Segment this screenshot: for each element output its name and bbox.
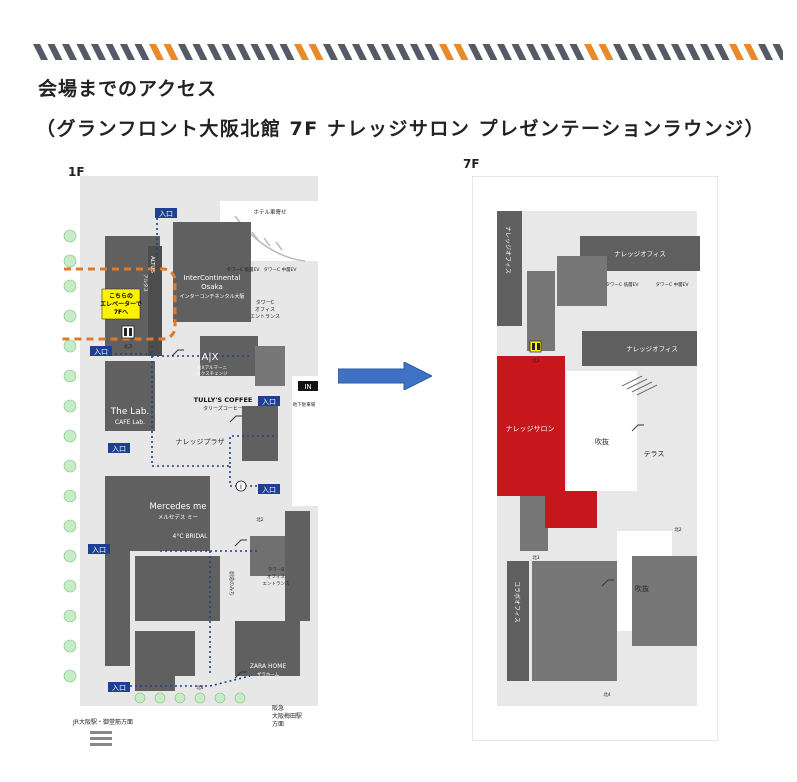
ev-label-n2-7f: 北2	[674, 526, 681, 533]
svg-text:エクスチェンジ: エクスチェンジ	[196, 371, 228, 377]
label-tower-c-office: タワーC	[256, 299, 275, 306]
knowledge-salon-highlight	[497, 356, 597, 528]
floor-map-1f: こちらの エレベーターで 7Fへ 北3 入口 入口 入口 入口 入口 入口 入口…	[60, 176, 318, 751]
block-colabo-office	[507, 561, 529, 681]
svg-text:アルタス: アルタス	[142, 274, 149, 292]
entrance-badge: 入口	[258, 484, 280, 494]
floor-map-7f: 北3 北3 北2 北4 ナレッジオフィス ナレッジオフィス ナレッジオフィス タ…	[472, 176, 718, 741]
label-knowledge-salon: ナレッジサロン	[506, 425, 555, 433]
building-tullys	[242, 406, 278, 461]
escalator-icon	[601, 424, 644, 587]
label-tullys: TULLY'S COFFEE	[194, 396, 253, 404]
svg-text:大阪梅田駅: 大阪梅田駅	[272, 712, 302, 720]
parking-road	[292, 376, 318, 506]
ev-label-n4: 北4	[196, 684, 203, 691]
svg-text:Osaka: Osaka	[201, 283, 223, 291]
svg-text:入口: 入口	[92, 546, 106, 554]
label-tower-b: タワーB	[268, 566, 285, 573]
label-tower-ev-mid: タワーC 中層EV	[264, 266, 298, 273]
label-jr-direction: JR大阪駅・御堂筋方面	[72, 718, 133, 726]
svg-text:方面: 方面	[272, 720, 284, 728]
svg-text:オフィス: オフィス	[267, 574, 285, 580]
page-subtitle: （グランフロント大阪北館 7F ナレッジサロン プレゼンテーションラウンジ）	[36, 118, 766, 140]
svg-text:インターコンチネンタル大阪: インターコンチネンタル大阪	[179, 293, 244, 300]
entrance-badge: 入口	[90, 346, 112, 356]
label-intercontinental: InterContinental	[184, 274, 241, 282]
page-title: 会場までのアクセス	[38, 78, 218, 100]
svg-text:入口: 入口	[94, 348, 108, 356]
svg-text:オフィス: オフィス	[255, 307, 275, 313]
entrance-badge: 入口	[88, 544, 110, 554]
label-knowledge-office-2: ナレッジオフィス	[626, 345, 678, 353]
entrance-badge: 入口	[258, 396, 280, 406]
entrance-badge: 入口	[108, 443, 130, 453]
label-parking: 地下駐車場	[293, 401, 316, 408]
label-hankyu-direction: 阪急	[272, 704, 284, 712]
block-knowledge-office-2	[582, 331, 697, 366]
in-sign	[298, 381, 318, 391]
ev-label-n3: 北3	[124, 343, 132, 350]
elevator-icon	[121, 325, 135, 339]
svg-text:エントランス: エントランス	[263, 581, 290, 587]
entrance-badge: 入口	[108, 682, 130, 692]
svg-text:メルセデス ミー: メルセデス ミー	[158, 513, 198, 521]
callout-text-1: こちらの	[109, 292, 133, 300]
svg-text:エントランス: エントランス	[250, 314, 280, 320]
label-tower-ev-low-7f: タワーC 低層EV	[606, 281, 640, 288]
svg-text:入口: 入口	[112, 445, 126, 453]
label-terrace: テラス	[644, 450, 665, 458]
building-the-lab	[105, 361, 155, 431]
trees	[63, 229, 246, 704]
label-colabo-office: コラボオフィス	[513, 581, 521, 623]
building-zara-home	[235, 621, 300, 676]
svg-text:A|Xアルマーニ: A|Xアルマーニ	[197, 365, 227, 371]
ev-label-n4-7f: 北4	[603, 691, 610, 698]
ev-label-n3-7f: 北3	[532, 357, 539, 364]
label-sozo-no-michi: 創造のみち	[228, 571, 235, 596]
label-atrium-1: 吹抜	[595, 437, 609, 446]
label-atrium-2: 吹抜	[635, 584, 649, 593]
label-the-lab: The Lab.	[110, 407, 150, 417]
label-mercedes: Mercedes me	[149, 502, 206, 512]
floor-label-1f: 1F	[68, 165, 85, 179]
label-zara-home: ZARA HOME	[250, 663, 287, 670]
label-ax: A|X	[201, 352, 218, 363]
svg-text:タリーズコーヒー: タリーズコーヒー	[203, 405, 243, 412]
label-hotel: ホテル車寄せ	[253, 208, 287, 216]
callout-text-3: 7Fへ	[114, 309, 128, 316]
label-tower-ev-mid-7f: タワーC 中層EV	[656, 281, 690, 288]
header-stripe-band	[33, 44, 783, 60]
svg-text:北3: 北3	[532, 554, 539, 561]
svg-text:ザラホーム: ザラホーム	[257, 672, 280, 678]
building-mercedes	[105, 476, 210, 551]
svg-text:CAFE Lab.: CAFE Lab.	[115, 419, 145, 426]
entrance-badge: 入口	[155, 208, 177, 218]
floor-label-7f: 7F	[463, 157, 480, 171]
svg-text:入口: 入口	[159, 210, 173, 218]
stairs	[621, 375, 658, 396]
label-knowledge-office-vertical: ナレッジオフィス	[504, 226, 511, 274]
callout-text-2: エレベーターで	[100, 300, 142, 308]
svg-text:入口: 入口	[112, 684, 126, 692]
direction-arrow-icon	[338, 362, 432, 390]
label-knowledge-office-1: ナレッジオフィス	[614, 250, 666, 258]
elevator-callout	[101, 288, 141, 320]
info-icon	[235, 480, 247, 492]
route-path	[105, 218, 275, 687]
svg-text:i: i	[240, 483, 242, 491]
label-tower-ev-low: タワーC 低層EV	[227, 266, 261, 273]
label-knowledge-plaza: ナレッジプラザ	[176, 438, 225, 446]
svg-text:入口: 入口	[262, 486, 276, 494]
crosswalk	[90, 731, 112, 746]
svg-text:IN: IN	[304, 383, 311, 391]
block-knowledge-office-vertical	[497, 211, 522, 326]
building-intercontinental	[173, 222, 251, 322]
label-altus: ALTUS	[149, 256, 155, 273]
escalator-icon	[171, 349, 247, 679]
label-4c-bridal: 4°C BRIDAL	[173, 533, 209, 540]
elevator-icon	[529, 340, 542, 353]
svg-text:入口: 入口	[262, 398, 276, 406]
ev-label-n2: 北2	[256, 516, 263, 523]
